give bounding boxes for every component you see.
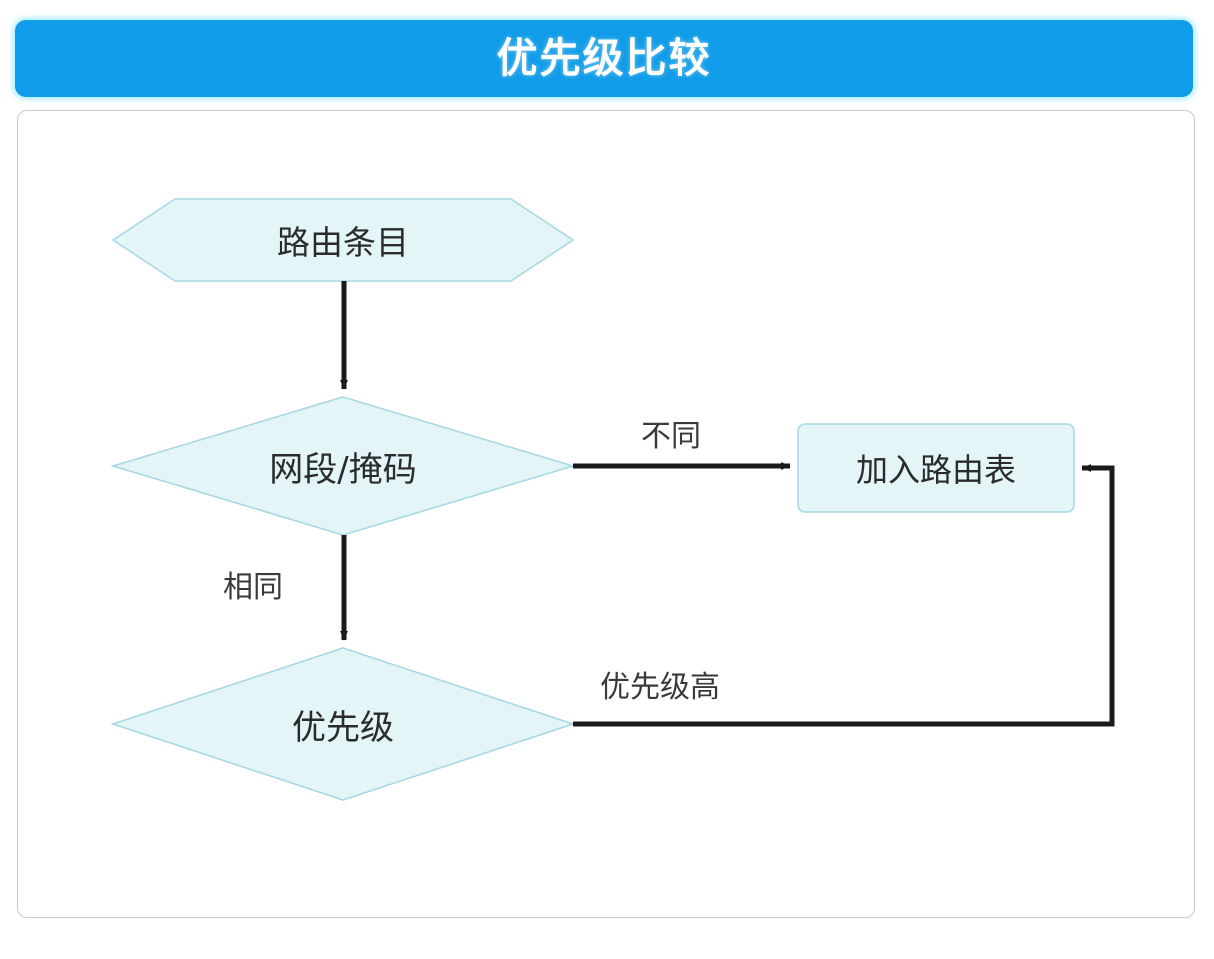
- edge-label-same: 相同: [223, 570, 283, 605]
- header-banner: 优先级比较: [15, 20, 1193, 97]
- node-priority[interactable]: [113, 648, 573, 800]
- page-title: 优先级比较: [496, 34, 712, 82]
- node-route-entry-label: 路由条目: [277, 223, 409, 262]
- node-route-entry[interactable]: [113, 199, 573, 281]
- node-network-mask-label: 网段/掩码: [269, 449, 417, 490]
- edge-label-different: 不同: [641, 419, 701, 454]
- node-network-mask[interactable]: [113, 397, 573, 535]
- node-add-to-table[interactable]: [798, 424, 1074, 512]
- edge-label-higher-priority: 优先级高: [600, 670, 720, 705]
- node-add-to-table-label: 加入路由表: [855, 451, 1016, 489]
- node-priority-label: 优先级: [292, 707, 394, 748]
